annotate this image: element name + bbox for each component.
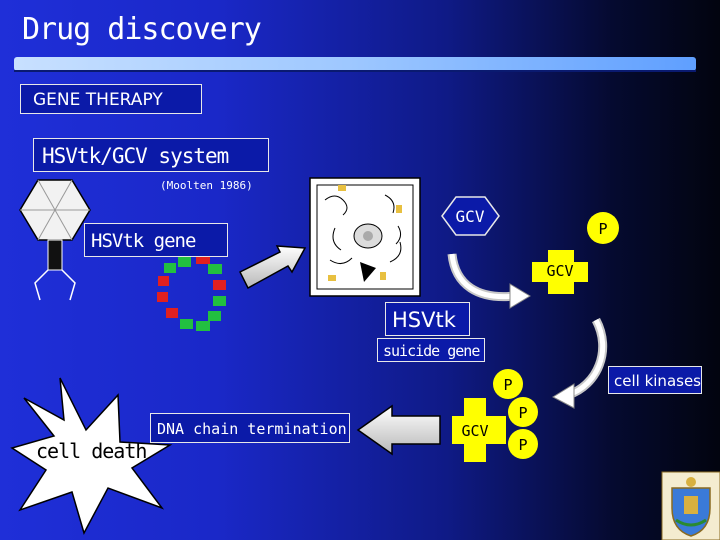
title-underline-shadow — [14, 70, 696, 72]
gcv-cross-label-1: GCV — [546, 262, 573, 280]
suicide-gene-label: suicide gene — [377, 338, 485, 362]
plasmid-icon — [157, 254, 226, 331]
hsvtk-label: HSVtk — [385, 302, 470, 336]
hsvtk-gene-label: HSVtk gene — [84, 223, 228, 257]
page-title: Drug discovery — [22, 12, 262, 47]
gcv-hexagon-icon: GCV — [441, 196, 500, 236]
phosphate-label-2: P — [503, 376, 512, 394]
system-label: HSVtk/GCV system — [33, 138, 269, 172]
cell-death-label: cell death — [36, 439, 147, 463]
arrow-to-death-icon — [356, 404, 441, 456]
phosphate-label-3: P — [518, 404, 527, 422]
cell-icon — [309, 177, 421, 297]
phosphate-label-1: P — [598, 220, 607, 238]
phosphate-circle-2: P — [493, 369, 523, 399]
curved-arrow-2-icon — [551, 317, 608, 409]
phosphate-circle-1: P — [587, 212, 619, 244]
curved-arrow-1-icon — [447, 253, 531, 309]
virus-icon — [19, 179, 91, 301]
citation-label: (Moolten 1986) — [160, 179, 253, 192]
phosphate-circle-4: P — [508, 429, 538, 459]
gcv-cross-2: GCV — [452, 398, 506, 462]
title-underline-bar — [14, 57, 696, 71]
phosphate-label-4: P — [518, 436, 527, 454]
crest-logo-icon — [661, 471, 720, 540]
gene-therapy-label: GENE THERAPY — [20, 84, 202, 114]
gcv-cross-label-2: GCV — [461, 422, 488, 440]
gcv-hexagon-label: GCV — [456, 207, 485, 226]
cell-kinases-label: cell kinases — [608, 366, 702, 394]
arrow-to-cell-icon — [238, 245, 307, 290]
gcv-cross-1: GCV — [532, 250, 588, 294]
dna-chain-termination-label: DNA chain termination — [150, 413, 350, 443]
phosphate-circle-3: P — [508, 397, 538, 427]
cell-death-burst-icon — [10, 377, 173, 535]
